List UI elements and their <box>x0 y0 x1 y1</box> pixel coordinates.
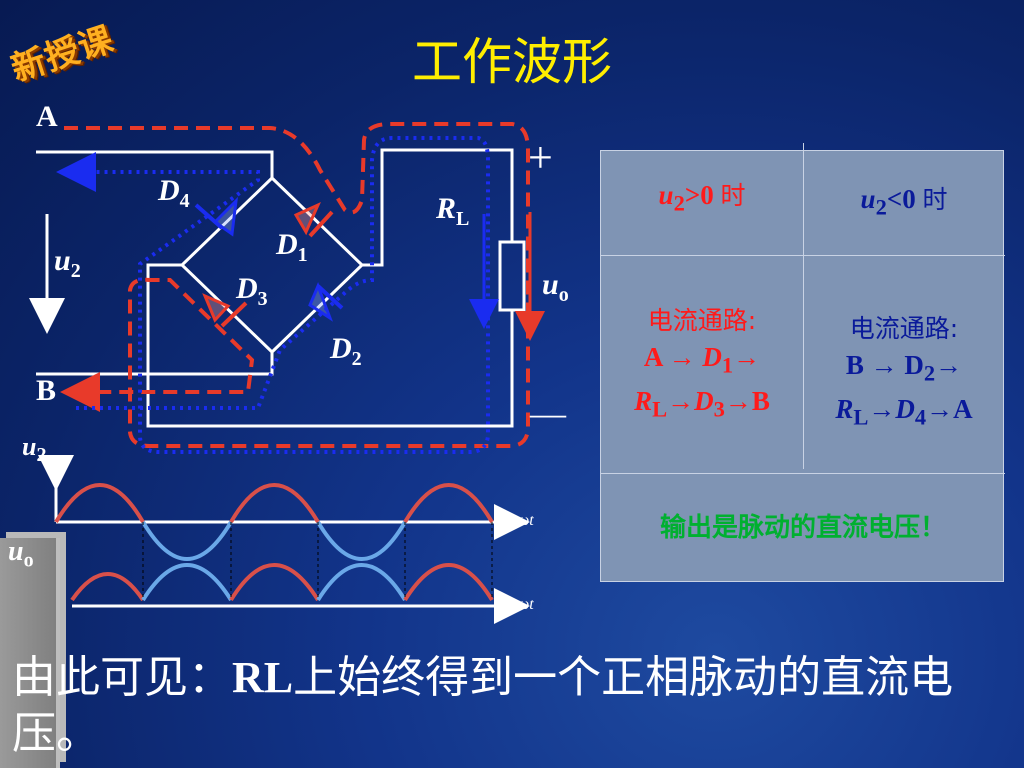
table-conclusion: 输出是脉动的直流电压！ <box>659 513 946 543</box>
footer-conclusion: 由此可见：RL上始终得到一个正相脉动的直流电压。 <box>12 652 954 759</box>
col2-path: 电流通路: B → D2→ RL→D4→A <box>835 314 973 430</box>
d1-label: D1 <box>276 228 308 266</box>
u2-axis-label: u2 <box>22 432 47 467</box>
current-path-negative <box>56 136 490 454</box>
node-b-label: B <box>36 374 57 407</box>
col2-header: u2<0 时 <box>860 184 948 220</box>
page-title: 工作波形 <box>412 33 612 91</box>
col1-path: 电流通路: A → D1→ RL→D3→B <box>634 306 770 422</box>
rl-label: RL <box>436 192 470 230</box>
current-path-positive <box>60 122 530 448</box>
uo-label: uo <box>542 268 569 306</box>
plus-terminal-label: + <box>528 133 553 182</box>
col1-header: u2>0 时 <box>658 180 746 216</box>
u2-waveform <box>38 455 530 561</box>
uo-axis-box <box>0 538 60 768</box>
table-divider-2 <box>601 473 1005 474</box>
x-axis-label-u2: ωt <box>518 512 534 529</box>
node-a-label: A <box>36 100 58 133</box>
current-path-table: u2>0 时 u2<0 时 电流通路: A → D1→ RL→D3→B 电流通路… <box>600 143 1005 582</box>
minus-terminal-label: — <box>530 393 566 433</box>
diode-d1 <box>293 202 334 238</box>
d3-label: D3 <box>236 272 268 310</box>
x-axis-label-uo: ωt <box>518 596 534 613</box>
uo-axis-label: uo <box>8 536 34 572</box>
diode-d3 <box>202 293 248 328</box>
diode-d4 <box>194 196 239 237</box>
d2-label: D2 <box>330 332 362 370</box>
u2-label: u2 <box>54 244 81 282</box>
table-divider-vertical <box>803 143 804 469</box>
d4-label: D4 <box>158 174 190 212</box>
waveform-guide-lines <box>142 522 493 600</box>
uo-waveform <box>70 563 530 624</box>
